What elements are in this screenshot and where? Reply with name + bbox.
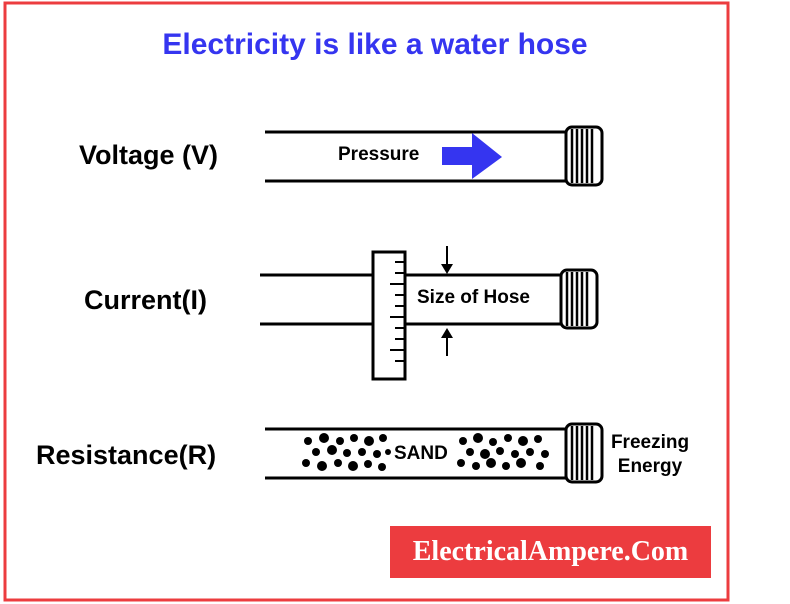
- hose-nozzle-icon: [564, 422, 604, 484]
- current-label: Current(I): [84, 285, 207, 315]
- freezing-energy-label: Freezing Energy: [604, 431, 696, 479]
- up-arrow-icon: [441, 328, 453, 356]
- outer-border: [3, 1, 730, 602]
- freezing-energy-line-1: Freezing: [610, 432, 690, 453]
- resistance-label: Resistance(R): [36, 440, 217, 470]
- page-title: Electricity is like a water hose: [162, 28, 588, 61]
- voltage-hose: [265, 130, 566, 183]
- sand-label: SAND: [393, 443, 449, 465]
- voltage-label: Voltage (V): [79, 140, 219, 170]
- current-hose: [260, 273, 566, 326]
- sand-particles: [302, 433, 549, 471]
- hose-nozzle-icon: [564, 125, 604, 187]
- ruler-icon: [371, 250, 407, 381]
- size-of-hose-label: Size of Hose: [417, 287, 530, 308]
- down-arrow-icon: [441, 246, 453, 274]
- resistance-hose: [265, 427, 566, 480]
- right-arrow-icon: [442, 133, 502, 179]
- hose-nozzle-icon: [559, 268, 599, 330]
- freezing-energy-line-2: Energy: [617, 456, 683, 477]
- brand-banner: ElectricalAmpere.Com: [390, 526, 711, 578]
- pressure-label: Pressure: [338, 144, 420, 165]
- brand-text: ElectricalAmpere.Com: [412, 536, 689, 567]
